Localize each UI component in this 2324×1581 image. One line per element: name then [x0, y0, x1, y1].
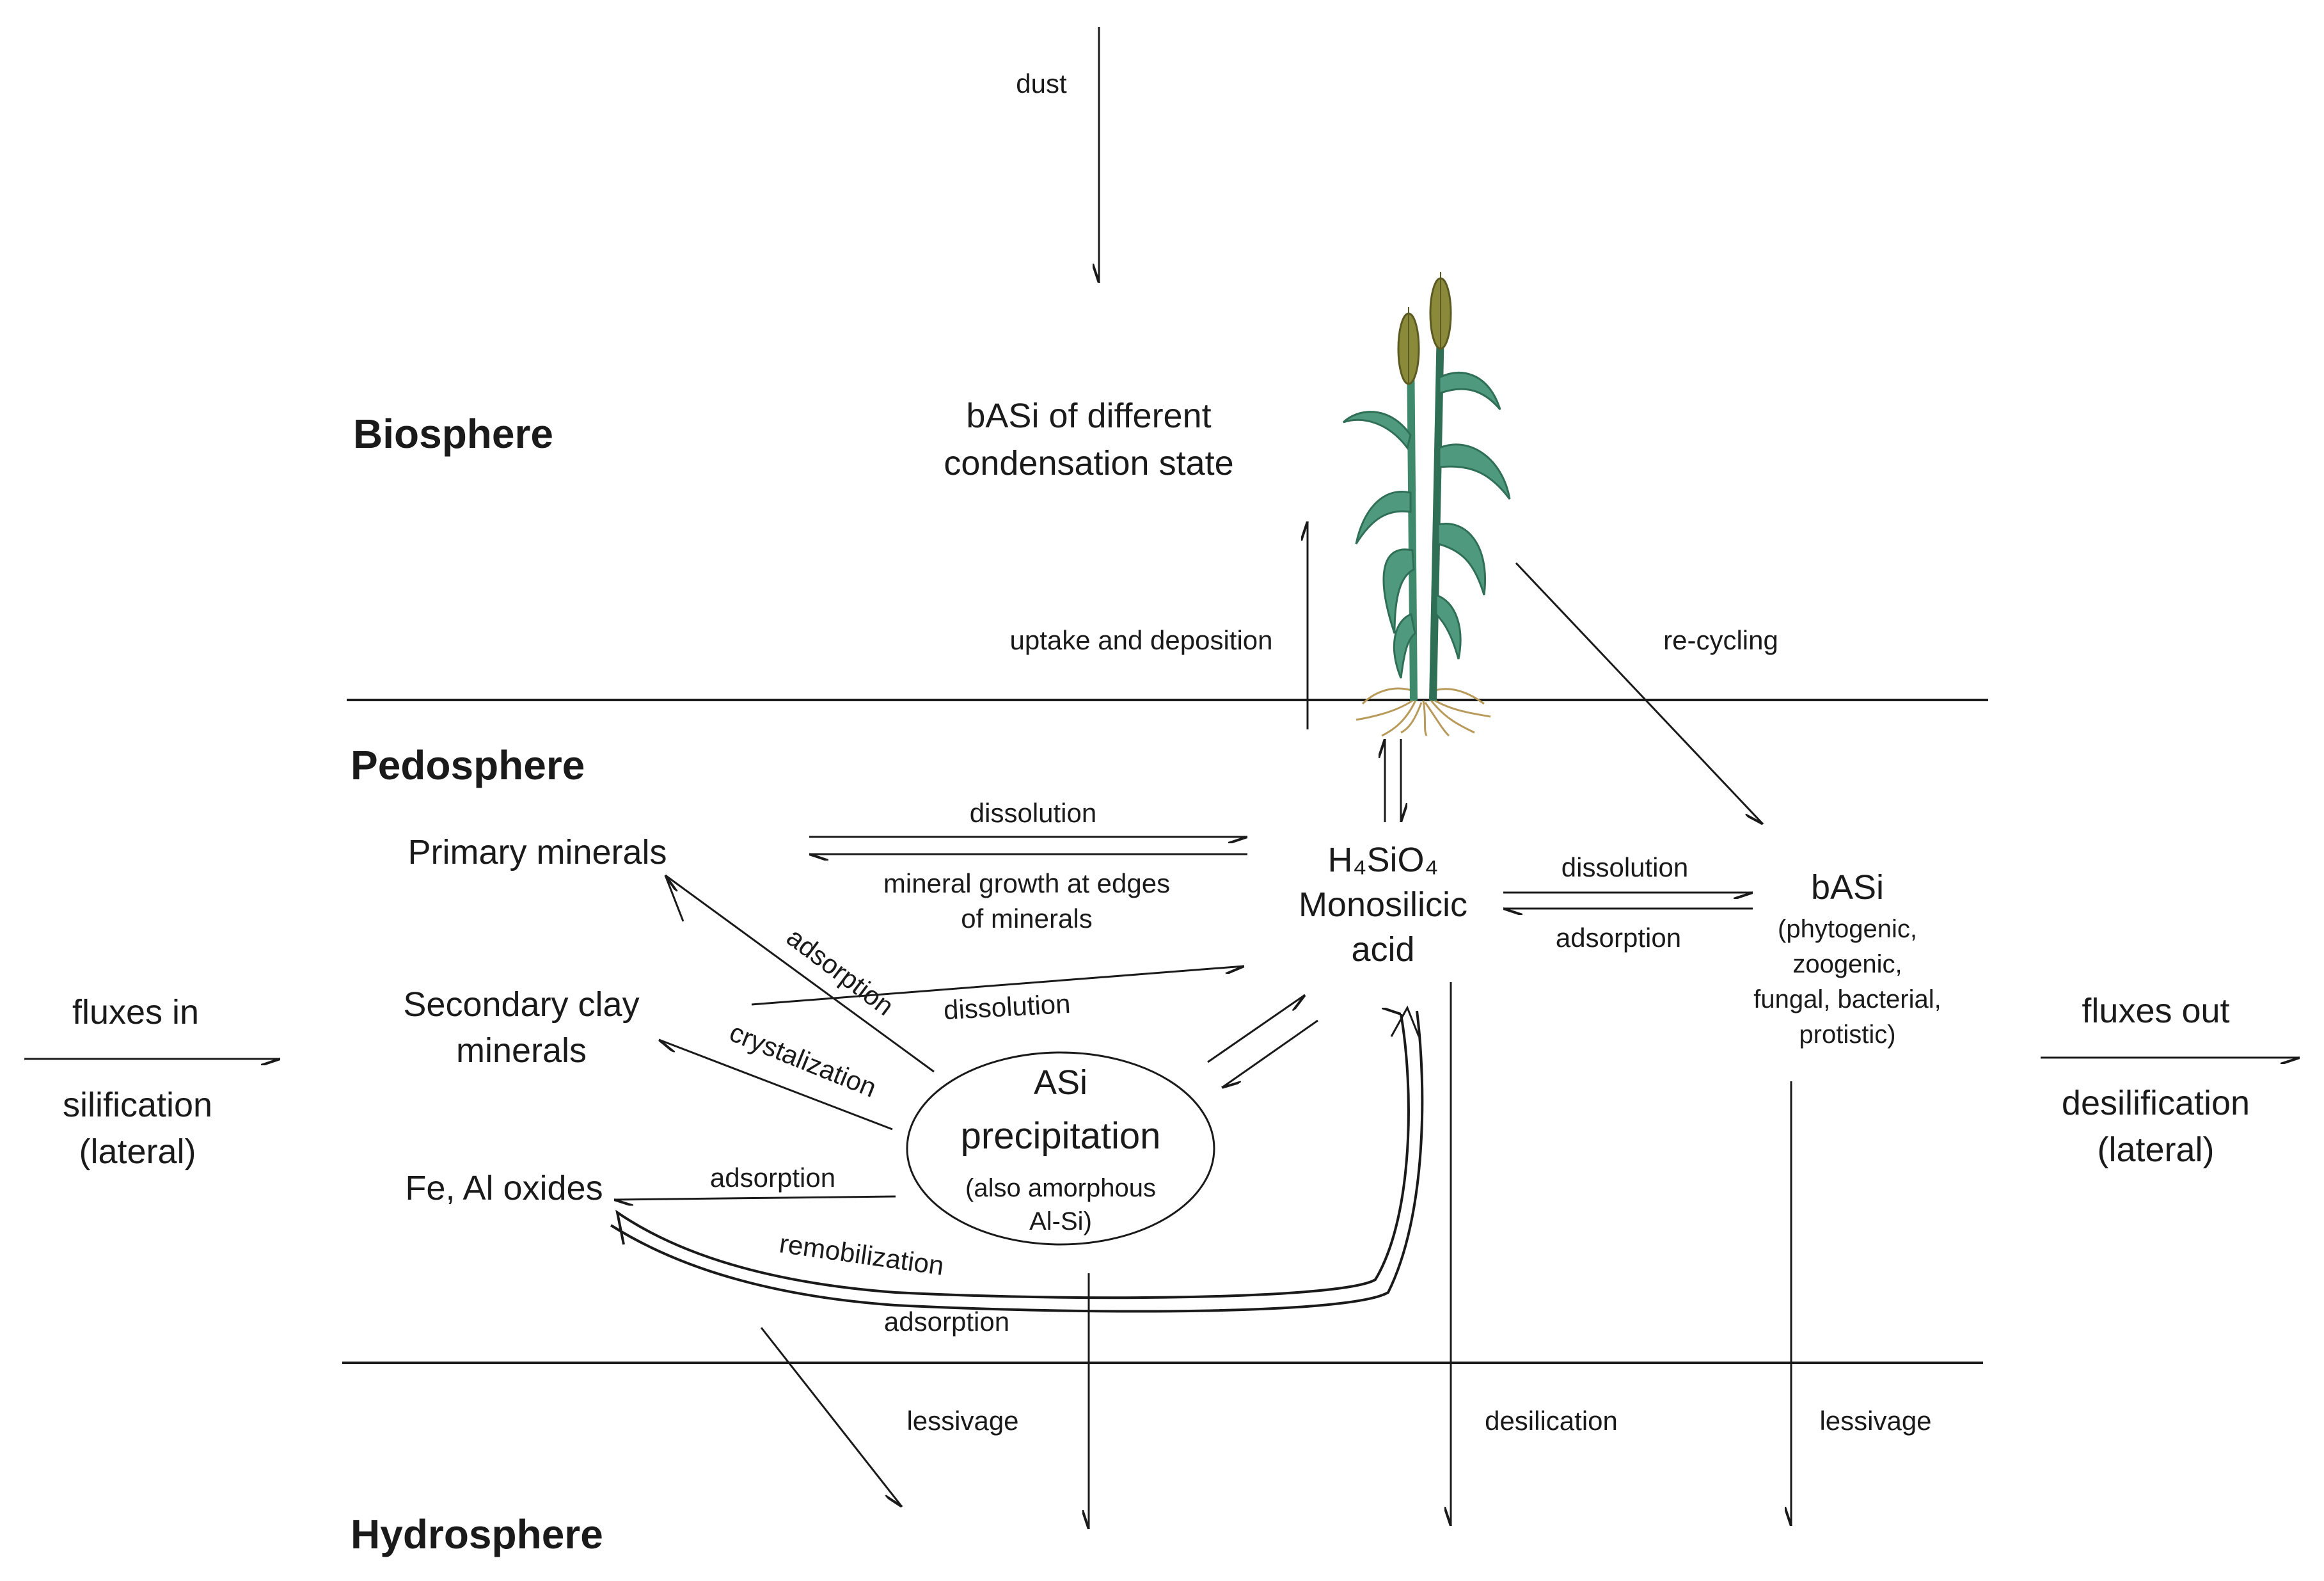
- mineral-growth-label: mineral growth at edges: [883, 868, 1170, 898]
- remobilization-path: [615, 1013, 1410, 1299]
- dust-label: dust: [1016, 68, 1067, 99]
- asi-detail-1: (also amorphous: [965, 1174, 1156, 1202]
- fluxes-in-label: fluxes in: [72, 993, 199, 1031]
- dissolution-basi-label: dissolution: [1561, 852, 1688, 882]
- asi-precipitation-label: precipitation: [961, 1115, 1161, 1157]
- basi-detail-1: (phytogenic,: [1778, 915, 1917, 943]
- adsorption-basi-label: adsorption: [1556, 923, 1681, 953]
- lessivage-left-label: lessivage: [906, 1406, 1018, 1436]
- basi-biosphere-label-2: condensation state: [944, 444, 1233, 482]
- remobilization-top-hook: [1390, 1005, 1420, 1037]
- asi-label: ASi: [1034, 1063, 1087, 1102]
- basi-detail-2: zoogenic,: [1792, 950, 1902, 978]
- crystalization-arrow: [659, 1040, 893, 1131]
- fluxes-out-label: fluxes out: [2082, 992, 2229, 1030]
- desilification-label: desilification: [2062, 1084, 2250, 1122]
- h4sio4-label: H₄SiO₄: [1327, 841, 1438, 879]
- desilification-lateral-label: (lateral): [2097, 1131, 2214, 1169]
- adsorption-primary-arrow: [665, 874, 935, 1073]
- dissolution-secondary-label: dissolution: [943, 989, 1071, 1025]
- basi-label: bASi: [1811, 868, 1884, 907]
- hydrosphere-title: Hydrosphere: [351, 1511, 603, 1557]
- adsorption-oxides-label: adsorption: [710, 1163, 835, 1193]
- basi-detail-3: fungal, bacterial,: [1753, 985, 1941, 1013]
- lessivage-right-label: lessivage: [1819, 1406, 1931, 1436]
- secondary-clay-label: Secondary clay: [403, 985, 639, 1024]
- lessivage-left-diagonal-arrow: [760, 1327, 903, 1507]
- remobilization-path-inner: [610, 1010, 1424, 1313]
- remobilization-label: remobilization: [777, 1228, 945, 1281]
- re-cycling-arrow: [1515, 562, 1764, 824]
- monosilicic-label: Monosilicic: [1299, 886, 1467, 924]
- fe-al-oxides-label: Fe, Al oxides: [405, 1169, 603, 1207]
- pedosphere-title: Pedosphere: [351, 742, 585, 788]
- adsorption-bottom-label: adsorption: [884, 1307, 1009, 1337]
- primary-minerals-label: Primary minerals: [407, 833, 667, 871]
- crystalization-label: crystalization: [725, 1017, 881, 1103]
- asi-detail-2: Al-Si): [1029, 1207, 1092, 1235]
- asi-precipitation-ellipse: [906, 1051, 1215, 1246]
- h4sio4-to-asi-arrow: [1221, 1019, 1318, 1088]
- basi-biosphere-label: bASi of different: [966, 397, 1211, 435]
- adsorption-primary-label: adsorption: [781, 922, 899, 1022]
- asi-to-h4sio4-arrow: [1207, 994, 1305, 1063]
- silification-lateral-label: (lateral): [79, 1132, 196, 1171]
- dissolution-secondary-arrow: [751, 966, 1244, 1006]
- wheat-plant-icon: [1342, 272, 1511, 737]
- uptake-and-deposition-label: uptake and deposition: [1010, 625, 1273, 655]
- mineral-growth-label-2: of minerals: [961, 903, 1092, 934]
- desilication-label: desilication: [1485, 1406, 1618, 1436]
- silification-label: silification: [63, 1086, 212, 1124]
- monosilicic-label-2: acid: [1351, 930, 1414, 969]
- re-cycling-label: re-cycling: [1663, 625, 1778, 655]
- basi-detail-4: protistic): [1799, 1021, 1895, 1049]
- dissolution-primary-label: dissolution: [970, 798, 1096, 828]
- adsorption-oxides-arrow: [614, 1195, 896, 1200]
- biosphere-title: Biosphere: [353, 411, 553, 457]
- secondary-clay-label-2: minerals: [456, 1031, 587, 1070]
- adsorption-primary-barb: [664, 875, 684, 922]
